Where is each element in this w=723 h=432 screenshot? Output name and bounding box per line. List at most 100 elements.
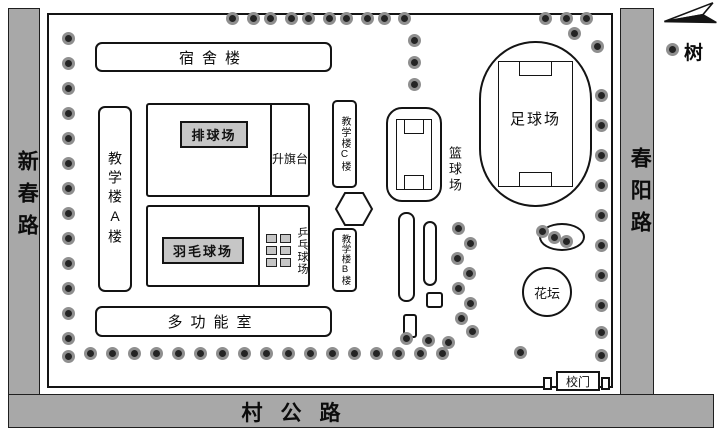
court-divider-upper [270, 103, 272, 197]
path-strip [423, 221, 437, 286]
north-arrow-icon [664, 2, 717, 24]
tree-icon [322, 11, 336, 25]
tree-icon [325, 346, 339, 360]
flowerbed: 花坛 [522, 267, 572, 317]
tree-icon [61, 181, 75, 195]
tree-icon [303, 346, 317, 360]
tree-icon [61, 206, 75, 220]
teaching-building-a: 教学楼A楼 [98, 106, 132, 292]
tree-icon [594, 208, 608, 222]
road-right-label: 春阳路 [628, 147, 652, 243]
tree-icon [61, 156, 75, 170]
tree-icon [171, 346, 185, 360]
tree-icon [594, 118, 608, 132]
tree-icon [61, 231, 75, 245]
pingpong-table-icon [266, 246, 277, 255]
tree-icon [61, 56, 75, 70]
tree-icon [215, 346, 229, 360]
pingpong-table-icon [280, 258, 291, 267]
tree-icon [193, 346, 207, 360]
tree-icon [435, 346, 449, 360]
tree-icon [301, 11, 315, 25]
dormitory-building: 宿舍楼 [95, 42, 332, 72]
tree-icon [391, 346, 405, 360]
tree-icon [407, 33, 421, 47]
teaching-building-b: 教学楼B楼 [332, 228, 357, 292]
pingpong-table-icon [266, 234, 277, 243]
tree-icon [559, 234, 573, 248]
tree-icon [61, 349, 75, 363]
football-field [498, 61, 573, 187]
tree-icon [513, 345, 527, 359]
tree-icon [407, 77, 421, 91]
tree-icon [463, 296, 477, 310]
tree-icon [149, 346, 163, 360]
tree-icon [462, 266, 476, 280]
tree-icon [281, 346, 295, 360]
flag-platform-hexagon-icon [334, 192, 374, 226]
tree-icon [413, 346, 427, 360]
tree-icon [538, 11, 552, 25]
tree-icon [347, 346, 361, 360]
tree-icon [237, 346, 251, 360]
tree-icon [61, 106, 75, 120]
tree-icon [441, 335, 455, 349]
pingpong-court-label: 乒乓球场 [296, 227, 308, 275]
tree-icon [284, 11, 298, 25]
road-bottom [8, 394, 714, 428]
tree-icon [594, 178, 608, 192]
tree-icon [399, 331, 413, 345]
tree-icon [451, 281, 465, 295]
teaching-building-c: 教学楼C楼 [332, 100, 357, 188]
basketball-key-top [404, 119, 424, 134]
tree-icon [567, 26, 581, 40]
tree-icon [339, 11, 353, 25]
tree-icon [369, 346, 383, 360]
tree-icon [594, 238, 608, 252]
tree-icon [263, 11, 277, 25]
tree-icon [594, 325, 608, 339]
gate-post-right [601, 377, 610, 390]
basketball-key-bottom [404, 175, 424, 190]
tree-icon [105, 346, 119, 360]
football-goal-bottom [519, 172, 552, 187]
tree-icon [450, 251, 464, 265]
basketball-court-label: 篮球场 [447, 146, 462, 194]
path-strip [398, 212, 415, 302]
tree-icon [407, 55, 421, 69]
tree-icon [559, 11, 573, 25]
tree-icon [127, 346, 141, 360]
planter-box [426, 292, 443, 308]
tree-icon [83, 346, 97, 360]
tree-icon [259, 346, 273, 360]
tree-icon [535, 224, 549, 238]
tree-icon [594, 298, 608, 312]
tree-icon [246, 11, 260, 25]
tree-icon [590, 39, 604, 53]
court-divider-lower [258, 205, 260, 287]
tree-icon [594, 88, 608, 102]
volleyball-court-label: 排球场 [180, 121, 248, 148]
football-field-label: 足球场 [509, 111, 561, 128]
tree-icon [61, 81, 75, 95]
flag-platform-label: 升旗台 [271, 152, 308, 166]
legend-tree-label: 树 [684, 43, 704, 64]
tree-icon [594, 148, 608, 162]
multifunction-room: 多功能室 [95, 306, 332, 337]
tree-icon [61, 306, 75, 320]
tree-icon [61, 131, 75, 145]
tree-icon [579, 11, 593, 25]
road-bottom-label: 村公路 [241, 402, 359, 425]
road-right [620, 8, 654, 428]
tree-icon [465, 324, 479, 338]
tree-icon [61, 256, 75, 270]
pingpong-tables [266, 234, 291, 267]
tree-icon [463, 236, 477, 250]
volleyball-court-area [146, 103, 310, 197]
tree-icon [594, 268, 608, 282]
road-left [8, 8, 40, 428]
tree-icon [61, 281, 75, 295]
tree-icon [377, 11, 391, 25]
pingpong-table-icon [280, 234, 291, 243]
tree-icon [421, 333, 435, 347]
